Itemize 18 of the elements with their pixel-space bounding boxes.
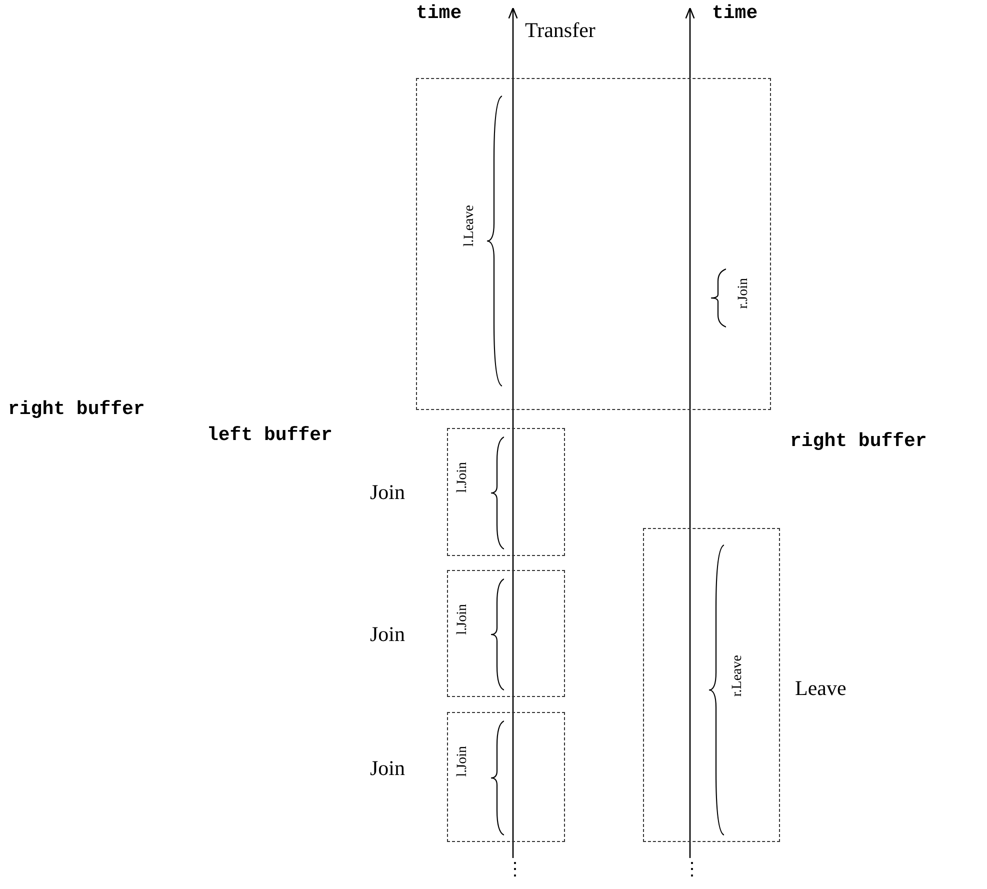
phase-label: Transfer xyxy=(525,18,596,43)
brace-label: r.Leave xyxy=(730,655,746,697)
axis-label: time xyxy=(712,2,758,24)
phase-label: Join xyxy=(370,480,406,505)
brace-label: r.Join xyxy=(736,278,752,309)
continuation-dots: ⋮ xyxy=(506,858,524,880)
brace-label: l.Join xyxy=(455,746,471,777)
continuation-dots: ⋮ xyxy=(683,858,701,880)
brace-label: l.Leave xyxy=(462,205,478,247)
buffer-label: right buffer xyxy=(790,430,927,452)
brace-label: l.Join xyxy=(455,604,471,635)
brace-label: l.Join xyxy=(455,462,471,493)
axis-label: time xyxy=(416,2,462,24)
buffer-label: right buffer xyxy=(8,398,145,420)
phase-label: Join xyxy=(370,622,406,647)
phase-label: Join xyxy=(370,756,406,781)
phase-label: Leave xyxy=(795,676,846,701)
buffer-label: left buffer xyxy=(207,424,332,446)
